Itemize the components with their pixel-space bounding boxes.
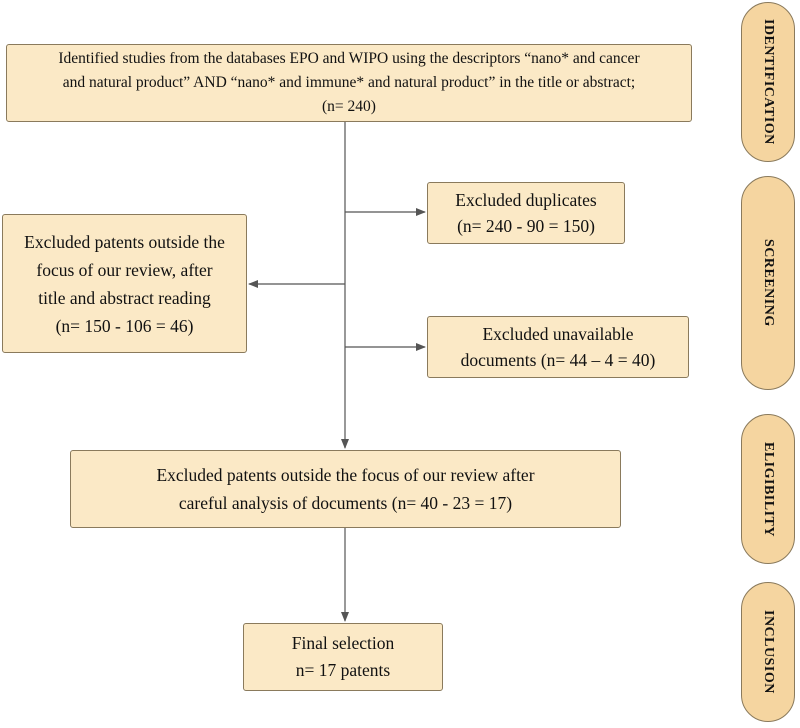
final-line-2: n= 17 patents xyxy=(295,660,391,680)
stage-inclusion-label: INCLUSION xyxy=(761,610,776,694)
excluded-duplicates-box: Excluded duplicates (n= 240 - 90 = 150) xyxy=(427,182,625,244)
stage-identification: IDENTIFICATION xyxy=(741,2,795,162)
excluded-outside-focus-screening-box: Excluded patents outside the focus of ou… xyxy=(2,214,247,353)
stage-identification-label: IDENTIFICATION xyxy=(761,19,776,145)
unavailable-line-2: documents (n= 44 – 4 = 40) xyxy=(460,350,656,370)
outside-screening-line-4: (n= 150 - 106 = 46) xyxy=(55,315,194,336)
unavailable-line-1: Excluded unavailable xyxy=(482,324,634,344)
outside-screening-line-3: title and abstract reading xyxy=(38,287,211,308)
stage-inclusion: INCLUSION xyxy=(741,582,795,722)
duplicates-line-1: Excluded duplicates xyxy=(455,190,597,210)
duplicates-line-2: (n= 240 - 90 = 150) xyxy=(457,216,595,236)
outside-eligibility-line-1: Excluded patents outside the focus of ou… xyxy=(156,465,535,485)
excluded-unavailable-box: Excluded unavailable documents (n= 44 – … xyxy=(427,316,689,378)
stage-eligibility-label: ELIGIBILITY xyxy=(761,441,776,537)
stage-eligibility: ELIGIBILITY xyxy=(741,414,795,564)
final-selection-box: Final selection n= 17 patents xyxy=(243,623,443,691)
stage-screening-label: SCREENING xyxy=(761,239,776,327)
identified-line-1: Identified studies from the databases EP… xyxy=(58,50,640,67)
identified-line-3: (n= 240) xyxy=(322,98,376,115)
excluded-outside-focus-eligibility-box: Excluded patents outside the focus of ou… xyxy=(70,450,621,528)
identified-studies-box: Identified studies from the databases EP… xyxy=(6,44,692,122)
stage-screening: SCREENING xyxy=(741,176,795,390)
outside-screening-line-2: focus of our review, after xyxy=(36,259,213,280)
outside-eligibility-line-2: careful analysis of documents (n= 40 - 2… xyxy=(178,493,513,513)
final-line-1: Final selection xyxy=(291,633,395,653)
identified-line-2: and natural product” AND “nano* and immu… xyxy=(62,74,636,91)
outside-screening-line-1: Excluded patents outside the xyxy=(24,231,225,252)
